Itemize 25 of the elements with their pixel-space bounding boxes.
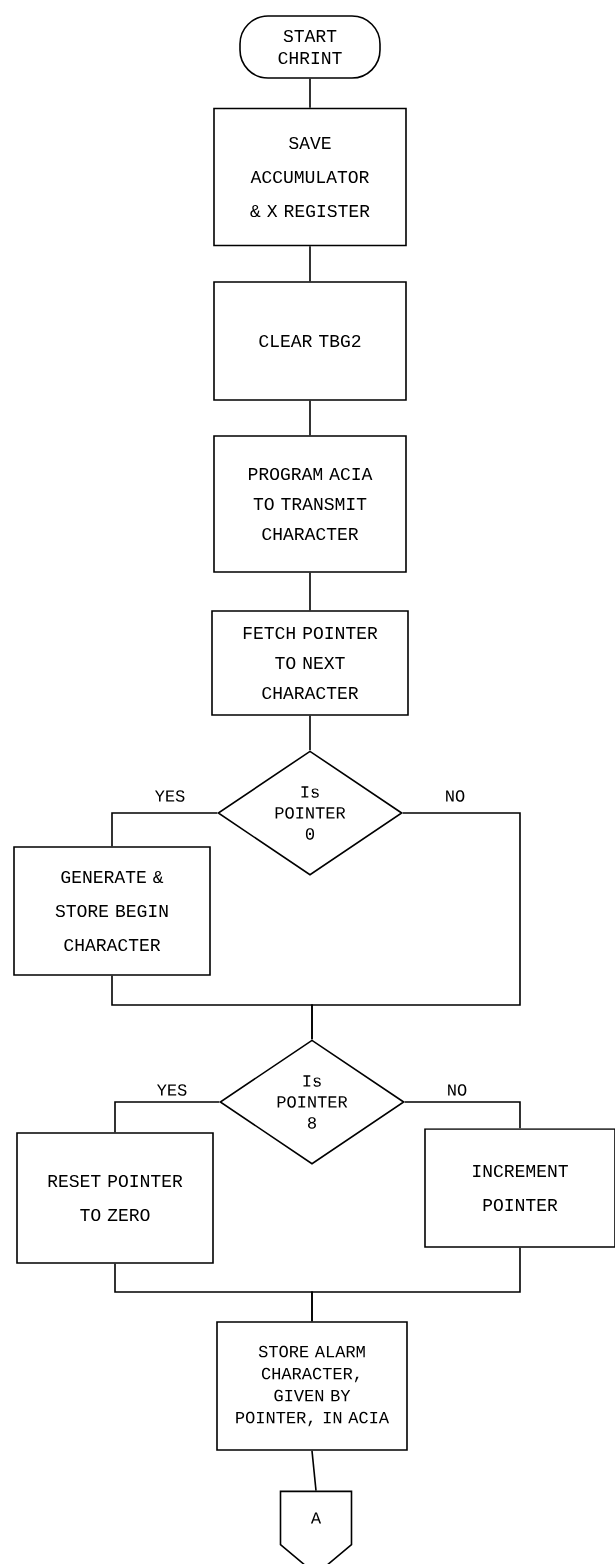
connector-line <box>311 812 521 1040</box>
connector-line <box>311 1450 317 1492</box>
connector-line <box>309 78 311 109</box>
process-box: RESET POINTER TO ZERO <box>16 1132 214 1264</box>
connector-line <box>309 245 311 283</box>
process-box: GENERATE & STORE BEGIN CHARACTER <box>13 846 211 976</box>
process-box: PROGRAM ACIA TO TRANSMIT CHARACTER <box>213 435 407 573</box>
process-box: FETCH POINTER TO NEXT CHARACTER <box>211 610 409 716</box>
connector-line <box>309 715 311 751</box>
terminator: START CHRINT <box>239 15 381 79</box>
process-box: INCREMENT POINTER <box>424 1128 615 1248</box>
process-box: CLEAR TBG2 <box>213 281 407 401</box>
edge-label: YES <box>153 789 187 803</box>
connector-line <box>111 812 218 847</box>
process-box: STORE ALARM CHARACTER, GIVEN BY POINTER, IN ACIA <box>216 1321 408 1451</box>
edge-label: NO <box>445 1083 469 1097</box>
off-page-connector: A <box>279 1490 353 1564</box>
edge-label: YES <box>155 1083 189 1097</box>
connector-line <box>309 572 311 611</box>
connector-line <box>309 400 311 436</box>
edge-label: NO <box>443 789 467 803</box>
connector-line <box>311 1247 521 1322</box>
connector-line <box>404 1101 521 1129</box>
process-box: SAVE ACCUMULATOR & X REGISTER <box>213 107 407 247</box>
connector-line <box>114 1101 220 1133</box>
